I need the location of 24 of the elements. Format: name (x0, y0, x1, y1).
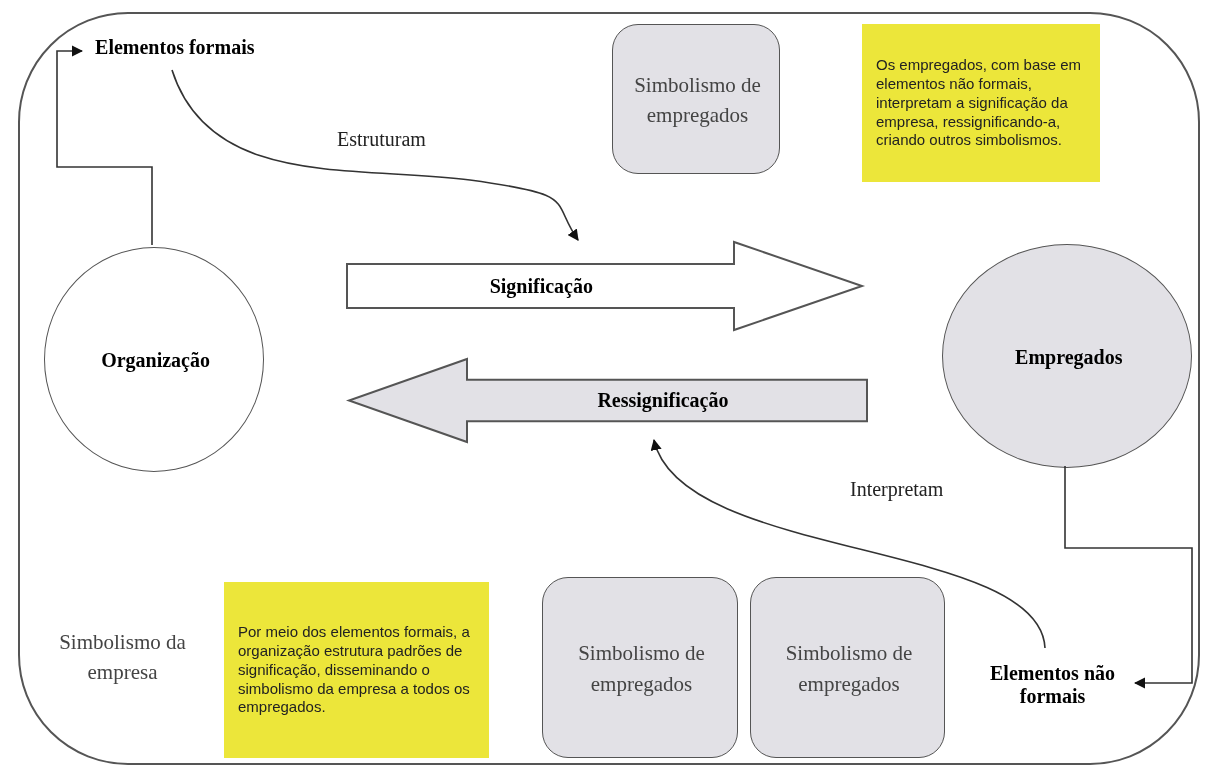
node-text: Simbolismo de empregados (577, 640, 706, 698)
node-text: Organização (100, 349, 211, 372)
rounded-box (612, 24, 780, 174)
rounded-box (750, 577, 945, 758)
node-text: Simbolismo da empresa (58, 628, 187, 687)
node-text: Significação (488, 274, 594, 298)
node-text: Elementos não formais (989, 662, 1116, 708)
node-text: Empregados (1014, 345, 1124, 369)
note-box (224, 582, 489, 758)
arrow (56, 45, 153, 246)
node-text: Simbolismo de empregados (633, 71, 762, 130)
note-box (862, 24, 1100, 182)
arrow (653, 439, 1046, 649)
node-text: Ressignificação (596, 389, 730, 412)
arrow (171, 69, 579, 241)
rounded-frame (18, 12, 1200, 765)
rounded-box (542, 577, 738, 758)
node-text: Elementos formais (94, 35, 256, 59)
note-text: Os empregados, com base em elementos não formais, interpretam a significação da empresa, ressignificando-a, criando outros simbolismos. (876, 56, 1083, 151)
node-text: Simbolismo de empregados (784, 640, 914, 698)
block-arrow (347, 242, 862, 330)
note-text: Por meio dos elementos formais, a organização estrutura padrões de significação, disseminando o simbolismo da empresa a todos os empregados. (238, 623, 471, 718)
block-arrow (349, 359, 867, 442)
arrow (1064, 465, 1193, 689)
